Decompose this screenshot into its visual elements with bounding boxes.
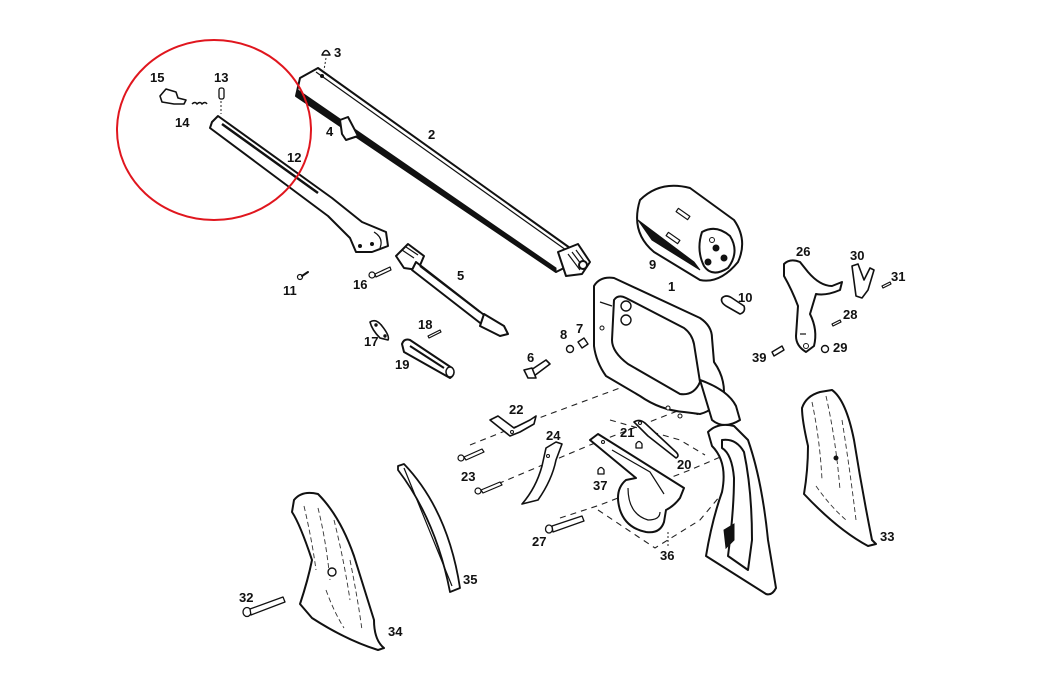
part-18-pin[interactable] bbox=[427, 329, 442, 339]
part-37-screw[interactable] bbox=[597, 466, 605, 475]
part-32-grip-screw[interactable] bbox=[242, 596, 286, 618]
label-part-27: 27 bbox=[532, 534, 546, 549]
label-part-12: 12 bbox=[287, 150, 301, 165]
label-part-11: 11 bbox=[283, 283, 297, 298]
part-14-latch-spring[interactable] bbox=[191, 101, 208, 106]
part-4-barrel-lug[interactable] bbox=[339, 116, 359, 141]
part-30-sear[interactable] bbox=[851, 263, 875, 299]
label-part-10: 10 bbox=[738, 290, 752, 305]
label-part-5: 5 bbox=[457, 268, 464, 283]
part-20-spring[interactable] bbox=[633, 419, 679, 459]
label-part-3: 3 bbox=[334, 45, 341, 60]
label-part-2: 2 bbox=[428, 127, 435, 142]
part-1-frame[interactable] bbox=[593, 276, 741, 426]
part-31-pin[interactable] bbox=[881, 281, 892, 289]
highlight-circle bbox=[116, 39, 312, 221]
part-10-pin[interactable] bbox=[720, 295, 746, 315]
part-17-plate[interactable] bbox=[369, 319, 390, 341]
part-33-right-grip[interactable] bbox=[801, 389, 877, 547]
part-3-front-sight[interactable] bbox=[321, 49, 331, 71]
part-12-loading-lever[interactable] bbox=[209, 115, 389, 253]
label-part-28: 28 bbox=[843, 307, 857, 322]
part-35-grip-spacer[interactable] bbox=[397, 463, 461, 593]
label-part-34: 34 bbox=[388, 624, 403, 639]
label-part-22: 22 bbox=[509, 402, 523, 417]
label-part-37: 37 bbox=[593, 478, 607, 493]
label-part-8: 8 bbox=[560, 327, 567, 342]
part-34-left-grip[interactable] bbox=[291, 491, 385, 651]
label-part-4: 4 bbox=[326, 124, 334, 139]
label-part-36: 36 bbox=[660, 548, 674, 563]
label-part-24: 24 bbox=[546, 428, 561, 443]
part-29-washer[interactable] bbox=[820, 344, 830, 354]
part-27-screw[interactable] bbox=[544, 515, 585, 534]
label-part-26: 26 bbox=[796, 244, 810, 259]
label-part-6: 6 bbox=[527, 350, 534, 365]
part-24-trigger[interactable] bbox=[521, 441, 563, 505]
label-part-31: 31 bbox=[891, 269, 905, 284]
label-part-1: 1 bbox=[668, 279, 675, 294]
part-23-screw-upper[interactable] bbox=[457, 448, 485, 462]
part-15-latch[interactable] bbox=[159, 88, 187, 105]
part-labels: 1 2 3 4 5 6 7 8 9 10 11 12 13 14 15 16 1… bbox=[150, 45, 905, 639]
part-23-screw-lower[interactable] bbox=[474, 481, 503, 495]
label-part-21: 21 bbox=[620, 425, 634, 440]
part-5-center-pin[interactable] bbox=[395, 243, 509, 337]
label-part-19: 19 bbox=[395, 357, 409, 372]
part-13-latch-pin[interactable] bbox=[218, 87, 225, 114]
label-part-29: 29 bbox=[833, 340, 847, 355]
label-part-30: 30 bbox=[850, 248, 864, 263]
part-21-screw[interactable] bbox=[635, 440, 643, 449]
part-19-plunger[interactable] bbox=[401, 338, 455, 379]
label-part-15: 15 bbox=[150, 70, 164, 85]
label-part-33: 33 bbox=[880, 529, 894, 544]
part-9-cylinder[interactable] bbox=[636, 184, 744, 282]
part-8-washer[interactable] bbox=[565, 344, 575, 354]
label-part-16: 16 bbox=[353, 277, 367, 292]
grip-frame-backstrap[interactable] bbox=[705, 423, 777, 596]
part-22-bolt-spring[interactable] bbox=[489, 415, 537, 437]
part-2-barrel[interactable] bbox=[295, 67, 591, 277]
part-39-screw[interactable] bbox=[771, 345, 785, 357]
part-28-pin[interactable] bbox=[831, 319, 842, 327]
label-part-7: 7 bbox=[576, 321, 583, 336]
label-part-14: 14 bbox=[175, 115, 190, 130]
label-part-18: 18 bbox=[418, 317, 432, 332]
label-part-9: 9 bbox=[649, 257, 656, 272]
label-part-35: 35 bbox=[463, 572, 477, 587]
part-11-screw[interactable] bbox=[296, 271, 309, 281]
label-part-23: 23 bbox=[461, 469, 475, 484]
part-36-trigger-guard[interactable] bbox=[589, 433, 685, 546]
label-part-17: 17 bbox=[364, 334, 378, 349]
part-26-hammer[interactable] bbox=[783, 259, 843, 353]
part-16-screw[interactable] bbox=[368, 266, 392, 279]
part-6-hand[interactable] bbox=[523, 359, 551, 379]
label-part-32: 32 bbox=[239, 590, 253, 605]
part-7-screw[interactable] bbox=[577, 337, 589, 349]
label-part-20: 20 bbox=[677, 457, 691, 472]
label-part-39: 39 bbox=[752, 350, 766, 365]
label-part-13: 13 bbox=[214, 70, 228, 85]
